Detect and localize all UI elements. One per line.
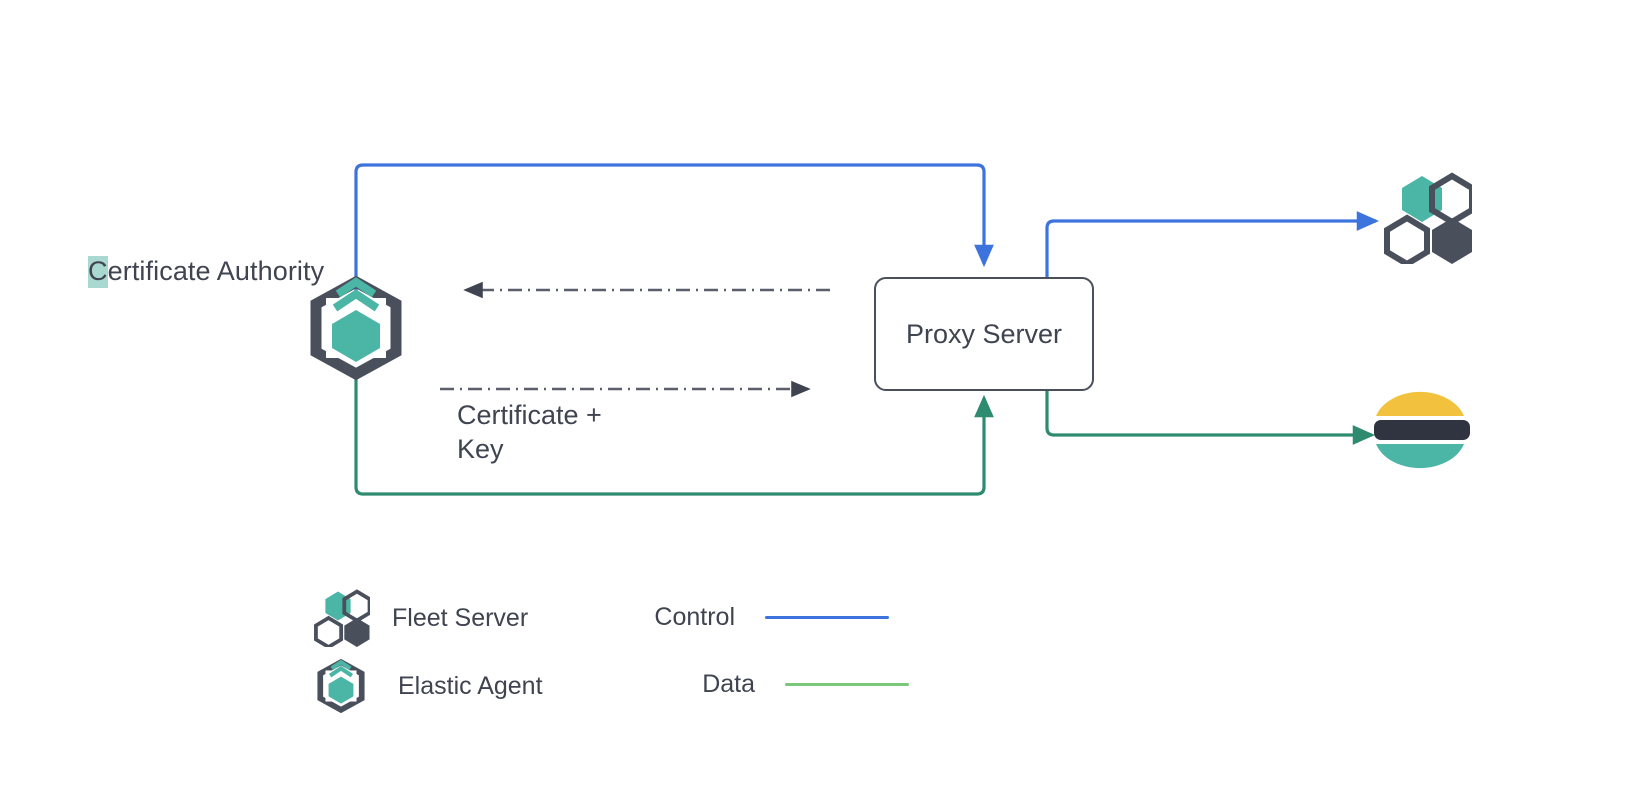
edge-data-proxy-to-elasticsearch: [1045, 389, 1376, 445]
legend-label-elastic-agent: Elastic Agent: [398, 671, 543, 700]
elastic-agent-icon: [317, 658, 365, 714]
legend-agent-icon-wrap: [312, 657, 376, 715]
legend-label-fleet-server: Fleet Server: [392, 603, 529, 632]
elasticsearch-node[interactable]: [1368, 382, 1470, 474]
elastic-agent-icon: [310, 275, 402, 381]
legend-item-fleet-server: Fleet Server: [306, 589, 529, 650]
proxy-server-node[interactable]: Proxy Server: [874, 277, 1094, 391]
legend: Fleet Server Elastic Agent Control Data: [300, 585, 909, 715]
certificate-key-edge-label-line2: Key: [457, 434, 504, 464]
edge-control-proxy-to-fleet: [1045, 211, 1380, 277]
legend-swatch-data: [785, 683, 909, 686]
certificate-authority-label-rest: ertificate Authority: [107, 256, 325, 286]
edge-data-agent-to-proxy: [354, 372, 994, 496]
legend-label-control: Control: [654, 603, 735, 631]
certificate-authority-label: Certificate Authority: [88, 255, 324, 288]
certificate-key-edge-label-line1: Certificate +: [457, 400, 602, 430]
legend-item-elastic-agent: Elastic Agent: [312, 657, 543, 715]
edge-control-agent-to-proxy: [354, 163, 994, 292]
certificate-key-edge-label: Certificate + Key: [457, 398, 657, 466]
legend-item-control: Control: [625, 603, 889, 632]
fleet-server-icon: [1384, 172, 1475, 268]
legend-swatch-control: [765, 616, 889, 619]
certificate-authority-node[interactable]: [300, 272, 412, 384]
fleet-server-icon: [314, 589, 372, 650]
legend-item-data: Data: [645, 670, 909, 699]
proxy-server-label: Proxy Server: [905, 318, 1063, 349]
elasticsearch-icon: [1374, 391, 1470, 469]
legend-fleet-icon-wrap: [306, 589, 372, 650]
legend-label-data: Data: [702, 670, 755, 698]
fleet-server-node[interactable]: [1372, 172, 1475, 268]
certificate-authority-label-selected-char: C: [88, 256, 108, 286]
